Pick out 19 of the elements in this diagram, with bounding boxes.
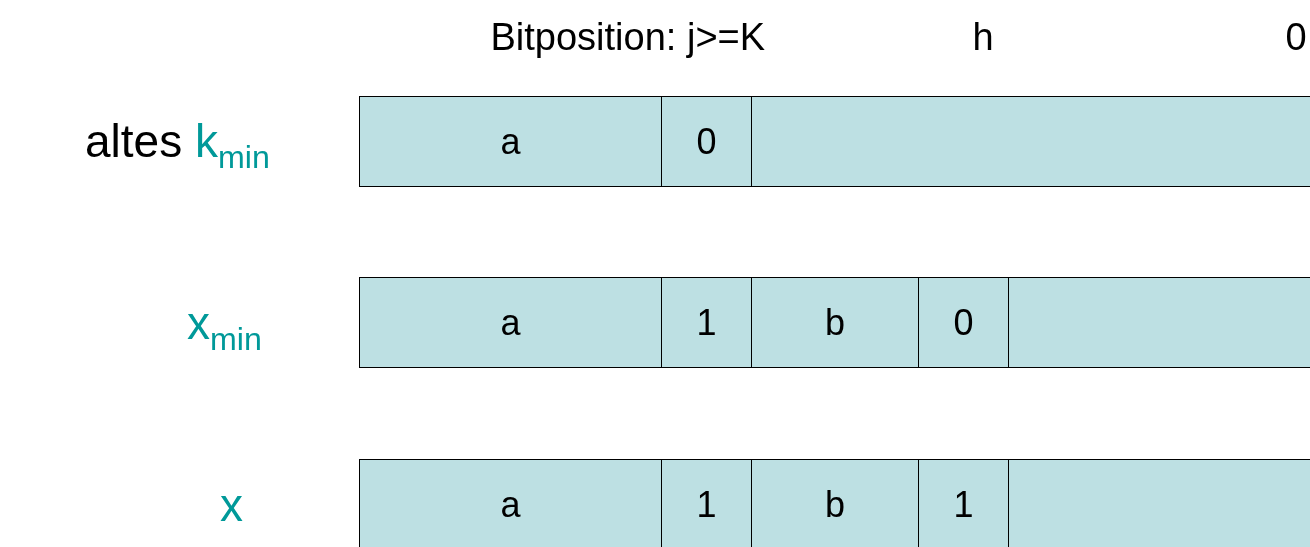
bit-field: a <box>359 277 662 368</box>
row-label: altes k$_{min}$ <box>85 118 270 174</box>
bit-field <box>1008 277 1310 368</box>
bit-field: b <box>751 459 919 547</box>
bit-field: b <box>751 277 919 368</box>
bit-field: a <box>359 96 662 187</box>
row-label: x$_{min}$ <box>187 300 262 356</box>
row-label: x <box>220 482 243 528</box>
bit-field <box>751 96 1310 187</box>
bit-position-label: 0 <box>1285 18 1307 56</box>
bit-field: 0 <box>661 96 752 187</box>
bit-field: a <box>359 459 662 547</box>
bit-position-label: h <box>972 18 994 56</box>
bit-field: 1 <box>918 459 1009 547</box>
bit-field: 1 <box>661 277 752 368</box>
bit-field: 1 <box>661 459 752 547</box>
bit-position-label: Bitposition: j>=K <box>490 18 766 56</box>
bit-field: 0 <box>918 277 1009 368</box>
bit-field <box>1008 459 1310 547</box>
